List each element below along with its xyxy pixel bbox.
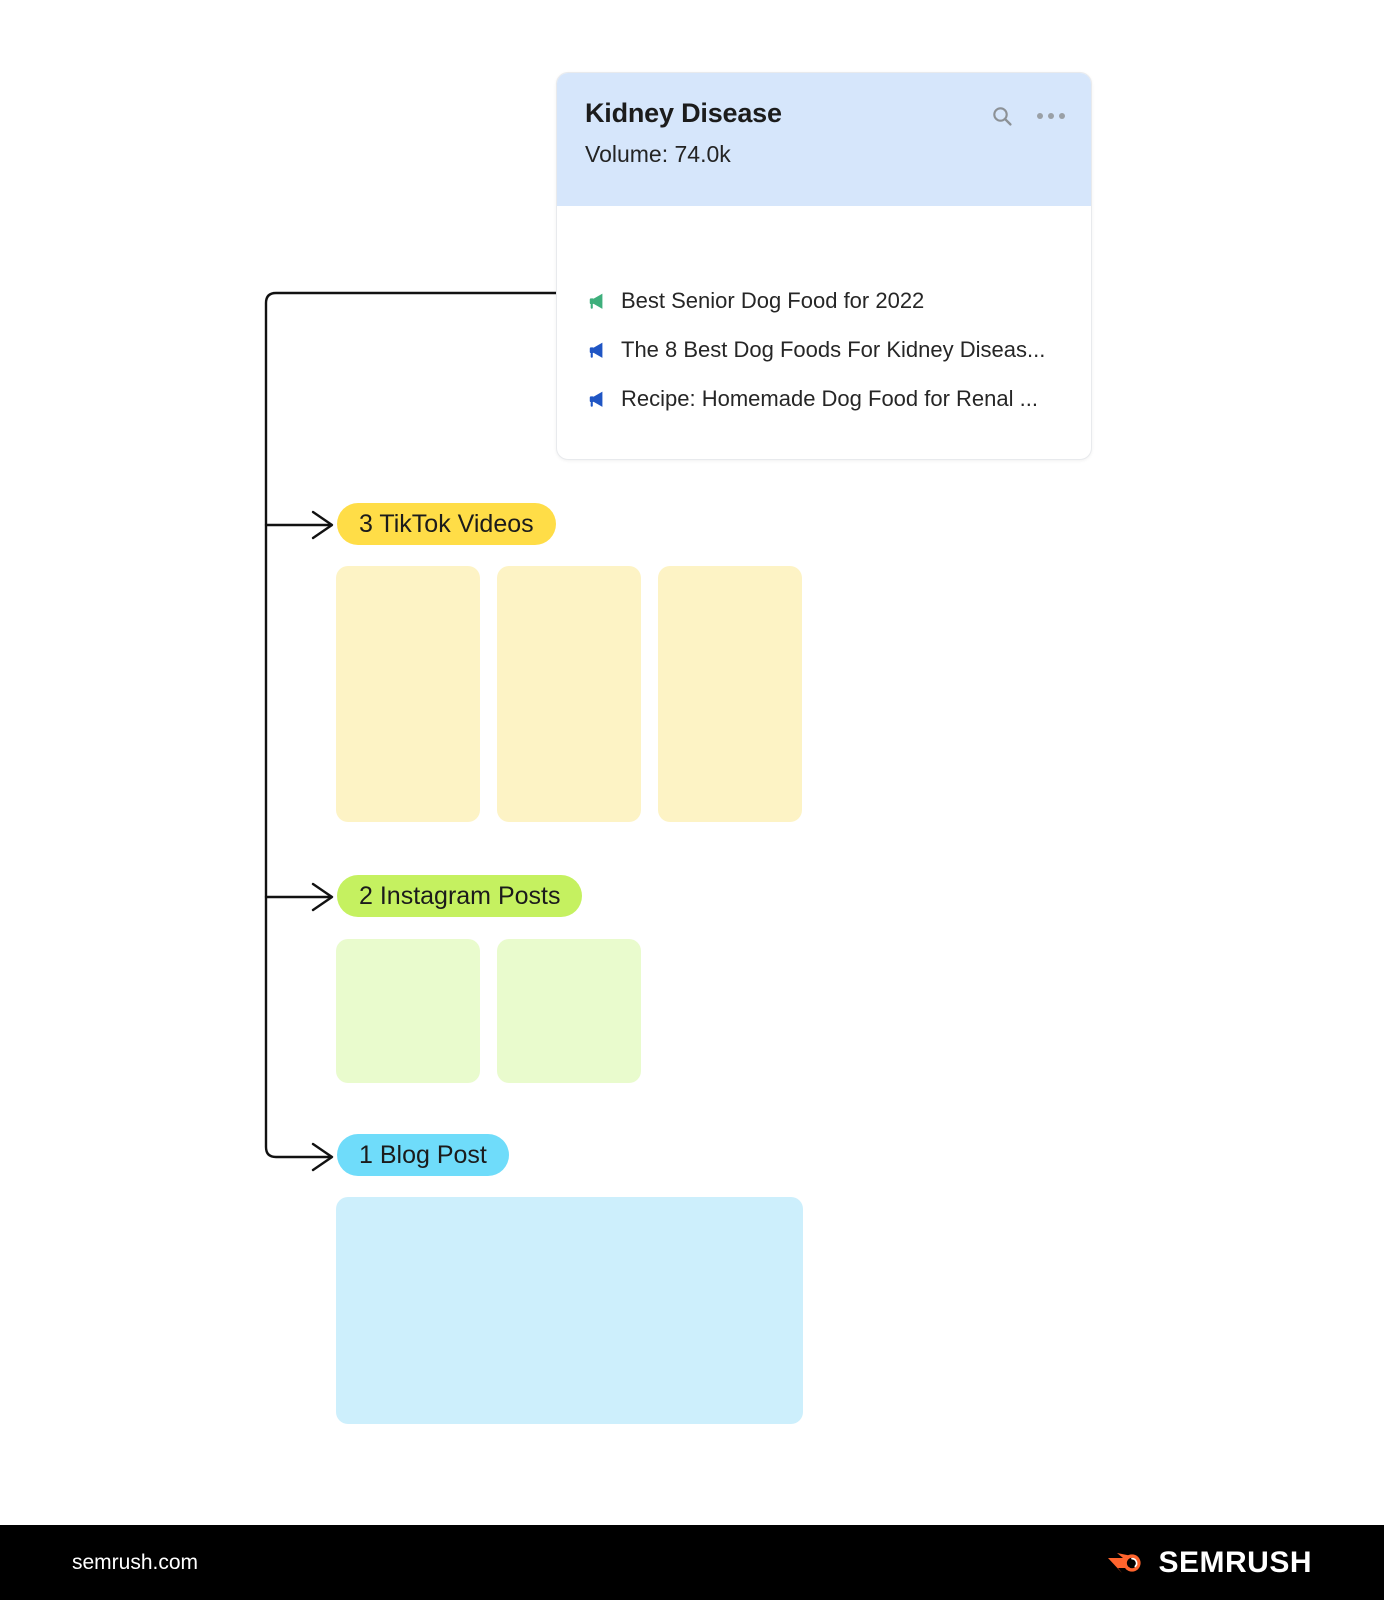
megaphone-icon <box>589 391 603 407</box>
tiktok-video-placeholder[interactable] <box>497 566 641 822</box>
footer-url: semrush.com <box>72 1550 199 1574</box>
instagram-post-placeholder[interactable] <box>497 939 641 1083</box>
instagram-post-placeholder[interactable] <box>336 939 480 1083</box>
semrush-comet-icon <box>1108 1552 1142 1573</box>
blog-post-placeholder[interactable] <box>336 1197 803 1424</box>
tiktok-video-placeholder[interactable] <box>336 566 480 822</box>
semrush-logo: SEMRUSH <box>1106 1546 1312 1580</box>
list-item[interactable]: The 8 Best Dog Foods For Kidney Diseas..… <box>557 325 1091 374</box>
card-actions <box>989 103 1065 129</box>
megaphone-icon <box>589 342 603 358</box>
keyword-card-list: Best Senior Dog Food for 2022 The 8 Best… <box>557 206 1091 423</box>
tiktok-video-placeholder[interactable] <box>658 566 802 822</box>
page-title: Kidney Disease <box>585 98 782 128</box>
list-item[interactable]: Best Senior Dog Food for 2022 <box>557 276 1091 325</box>
search-icon[interactable] <box>989 103 1015 129</box>
list-item-label: Best Senior Dog Food for 2022 <box>621 287 925 313</box>
keyword-card-header: Kidney Disease Volume: 74.0k <box>557 73 1091 206</box>
group-label-instagram[interactable]: 2 Instagram Posts <box>337 875 583 917</box>
list-item-label: The 8 Best Dog Foods For Kidney Diseas..… <box>621 336 1046 362</box>
list-item-label: Recipe: Homemade Dog Food for Renal ... <box>621 385 1038 411</box>
search-volume: Volume: 74.0k <box>585 140 731 167</box>
semrush-wordmark: SEMRUSH <box>1158 1545 1312 1579</box>
megaphone-icon <box>589 293 603 309</box>
footer: semrush.com SEMRUSH <box>0 1525 1384 1600</box>
keyword-card[interactable]: Kidney Disease Volume: 74.0k Best Senior… <box>556 72 1092 460</box>
group-label-tiktok[interactable]: 3 TikTok Videos <box>337 503 556 545</box>
more-options-icon[interactable] <box>1037 113 1065 119</box>
group-label-blog[interactable]: 1 Blog Post <box>337 1134 509 1176</box>
list-item[interactable]: Recipe: Homemade Dog Food for Renal ... <box>557 374 1091 423</box>
